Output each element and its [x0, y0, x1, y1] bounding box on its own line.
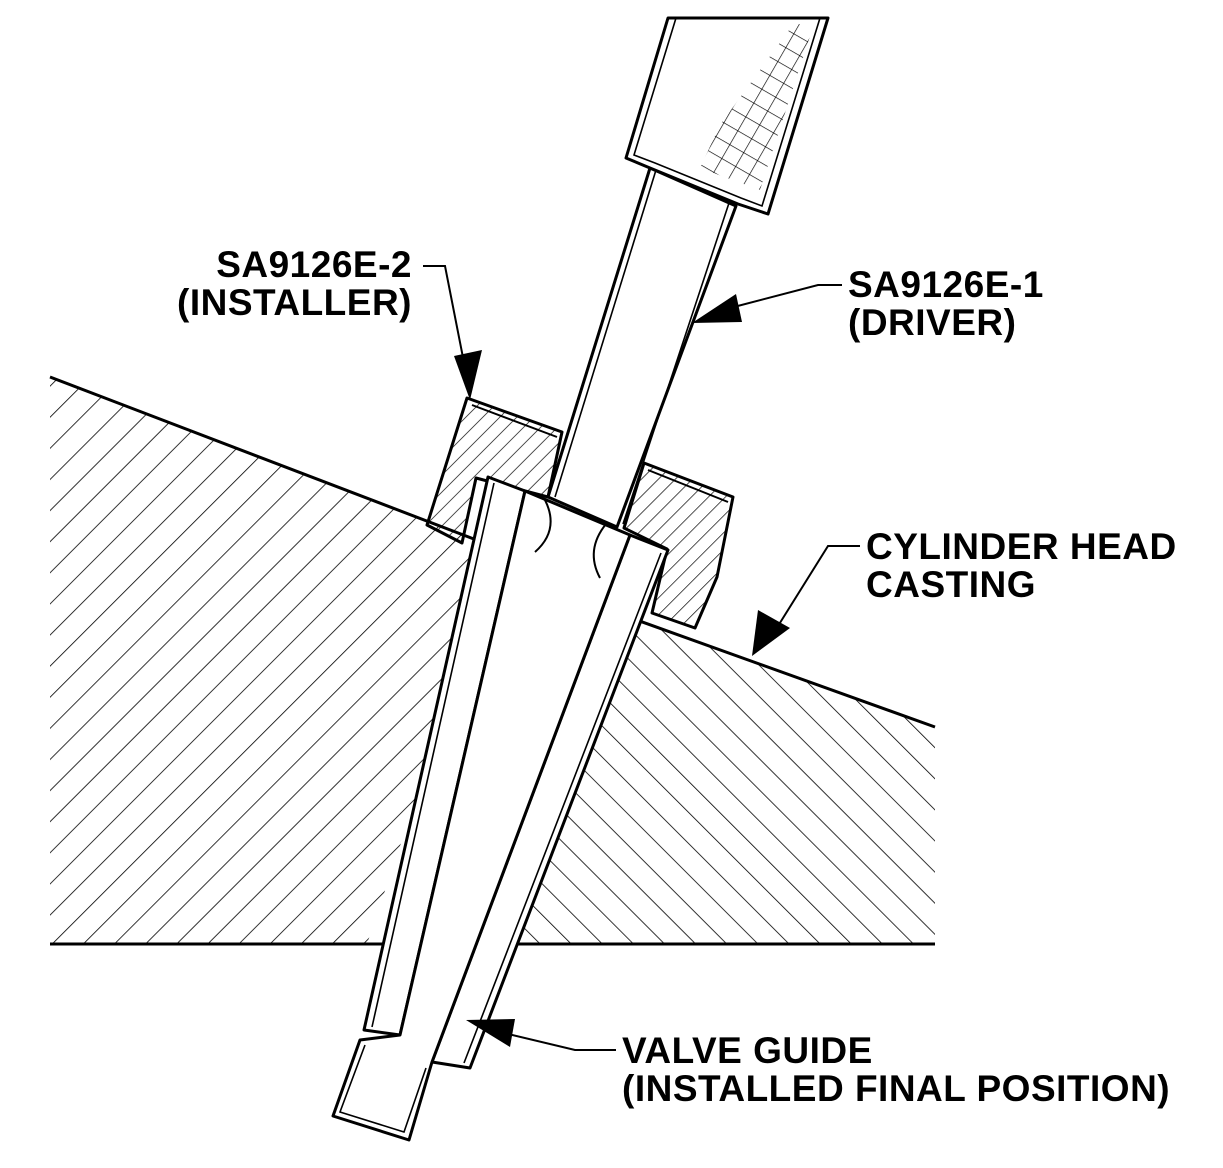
driver-shaft-inner-line-right	[622, 202, 730, 525]
driver-leader-line	[729, 284, 842, 309]
cylinder-head-line2: CASTING	[866, 564, 1036, 605]
valve-guide-right-inner-line	[463, 552, 662, 1064]
cylinder-head-leader-arrowhead	[752, 610, 790, 656]
installer-label: SA9126E-2 (INSTALLER)	[150, 246, 412, 322]
valve-guide-leader-arrowhead	[466, 1019, 515, 1047]
installer-leader-arrowhead	[454, 350, 482, 400]
installer-description: (INSTALLER)	[177, 282, 412, 323]
installer-leader-line	[423, 265, 469, 384]
cylinder-head-line1: CYLINDER HEAD	[866, 526, 1177, 567]
guide-top-arc-right	[592, 523, 607, 579]
valve-guide-leader-line	[507, 1033, 616, 1051]
valve-guide-line2: (INSTALLED FINAL POSITION)	[622, 1068, 1171, 1109]
driver-shaft-inner-line-left	[554, 169, 657, 498]
installer-sleeve	[425, 396, 564, 545]
driver-pilot-inner-edge	[338, 1044, 427, 1133]
installer-sleeve-right	[622, 461, 735, 630]
knurled-grip	[700, 22, 812, 190]
driver-label: SA9126E-1 (DRIVER)	[848, 266, 1044, 342]
installer-sleeve-right-inner-edge	[647, 469, 729, 503]
driver-description: (DRIVER)	[848, 302, 1017, 343]
guide-top-arc-left	[534, 499, 552, 553]
cylinder-head-label: CYLINDER HEAD CASTING	[866, 528, 1177, 604]
cylinder-head-left-section	[50, 377, 500, 944]
driver-shaft	[546, 166, 738, 529]
valve-guide-inner-line	[371, 482, 495, 1028]
cylinder-head-top-surface-left	[49, 375, 501, 551]
installer-part-number: SA9126E-2	[216, 244, 412, 285]
driver-handle-inner-edge	[633, 17, 821, 208]
driver-leader-arrowhead	[692, 294, 742, 323]
driver-pilot	[331, 489, 632, 1142]
driver-pilot-top-edge	[524, 490, 631, 536]
cylinder-head-leader-line	[777, 545, 860, 627]
driver-part-number: SA9126E-1	[848, 264, 1044, 305]
cylinder-head-top-surface-right	[605, 607, 936, 729]
valve-guide-label: VALVE GUIDE (INSTALLED FINAL POSITION)	[622, 1032, 1170, 1108]
installer-sleeve-inner-edge	[471, 404, 558, 438]
valve-guide-line1: VALVE GUIDE	[622, 1030, 873, 1071]
